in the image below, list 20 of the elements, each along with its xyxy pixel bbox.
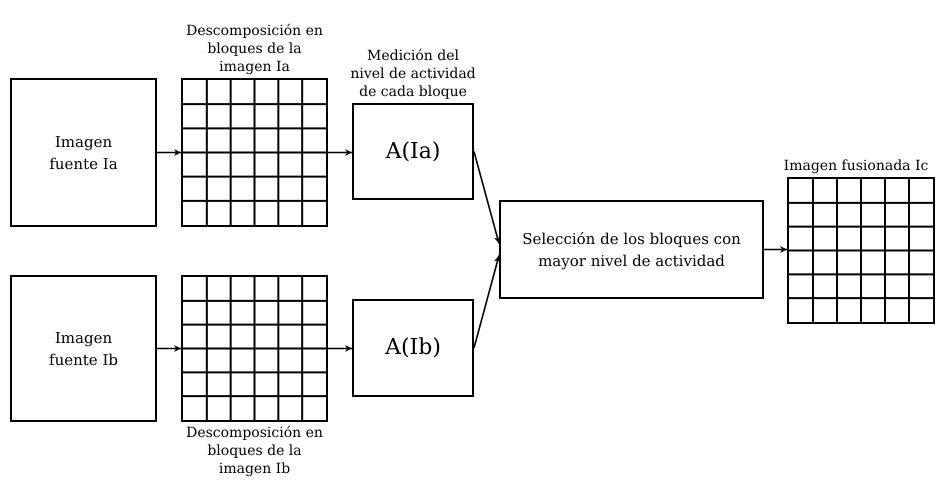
box-text: Selección de los bloques con mayor nivel de actividad (521, 228, 742, 272)
process-box (10, 78, 157, 227)
arrow (328, 149, 352, 156)
arrow (328, 345, 352, 352)
arrow (473, 151, 501, 244)
caption-text: Medición del nivel de actividad de cada bloque (350, 47, 476, 101)
arrow (764, 246, 787, 253)
arrow (473, 255, 501, 348)
process-box (499, 200, 764, 299)
box-text: Imagen fuente Ia (48, 132, 119, 174)
caption-text: Descomposición en bloques de la imagen Ia (185, 22, 324, 76)
process-box (352, 299, 474, 397)
caption-text: Imagen fusionada Ic (782, 157, 930, 175)
box-text: A(Ib) (384, 334, 442, 362)
caption-text: Descomposición en bloques de la imagen Ib (185, 424, 324, 478)
arrow (157, 149, 181, 156)
arrow (157, 345, 181, 352)
box-text: Imagen fuente Ib (48, 328, 119, 370)
box-text: A(Ia) (384, 138, 442, 166)
process-box (10, 275, 157, 422)
